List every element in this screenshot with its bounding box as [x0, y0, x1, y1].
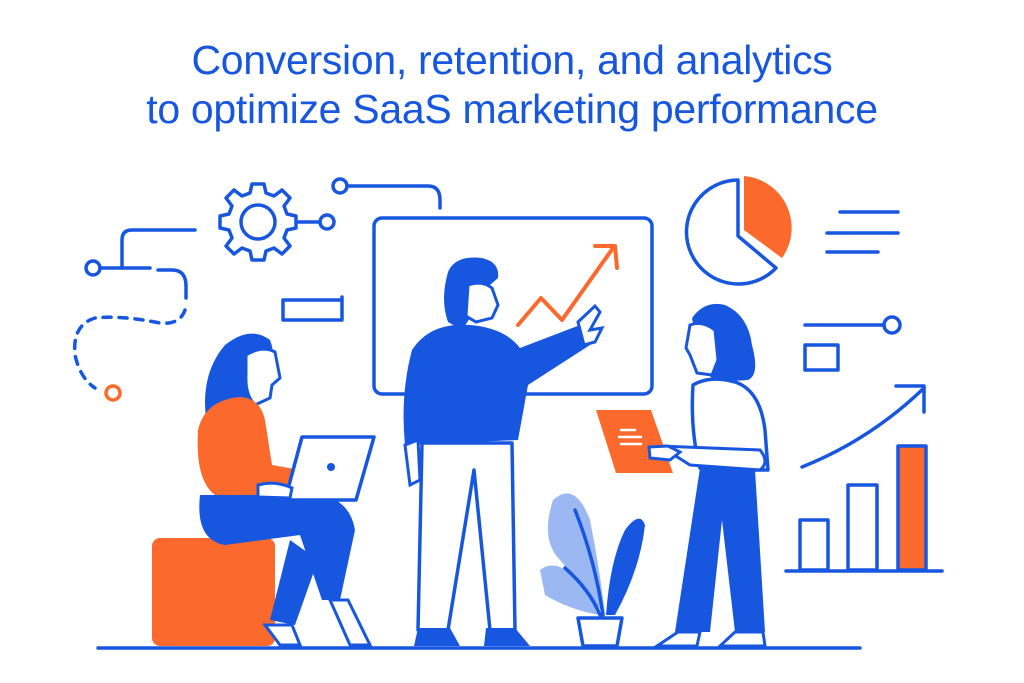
presenting-man — [403, 257, 605, 646]
potted-plant — [540, 493, 645, 648]
bar-chart — [784, 444, 944, 573]
tablet-icon — [596, 410, 673, 473]
headline-line-1: Conversion, retention, and analytics — [191, 37, 833, 83]
pie-chart — [684, 176, 792, 286]
connector-lines — [84, 228, 197, 300]
dashed-path — [72, 308, 187, 390]
text-lines-icon — [825, 210, 900, 254]
headline-line-2: to optimize SaaS marketing performance — [146, 86, 878, 132]
small-window-icon — [803, 343, 840, 372]
page-headline: Conversion, retention, and analytics to … — [0, 36, 1024, 134]
top-node-icon — [331, 177, 349, 195]
standing-woman-with-tablet — [596, 303, 770, 648]
trend-line-chart — [516, 244, 619, 327]
growth-arrow-icon — [800, 384, 926, 469]
ottoman-seat — [152, 538, 275, 646]
seated-woman-with-laptop — [197, 333, 376, 647]
small-card-icon — [281, 295, 344, 322]
orange-node-icon — [104, 384, 122, 402]
gear-icon — [218, 182, 298, 262]
